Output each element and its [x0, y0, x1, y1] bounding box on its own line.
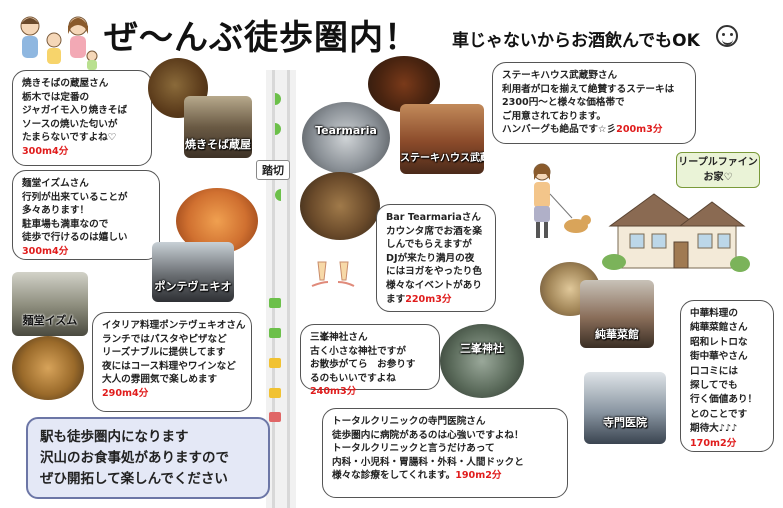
photo-chinese-shop: 純華菜館	[580, 280, 654, 348]
photo-steak-dish	[368, 56, 440, 112]
bubble-clinic: トータルクリニックの寺門医院さん 徒歩圏内に病院があるのは心強いですよね！ トー…	[322, 408, 568, 498]
photo-label-ponte: ポンテヴェキオ	[154, 280, 232, 293]
photo-yakisoba-shop: 焼きそば蔵屋	[184, 96, 252, 158]
distance-shrine: 240m3分	[310, 386, 357, 398]
photo-ponte-shop: ポンテヴェキオ	[152, 242, 234, 302]
page-title: ぜ〜んぶ徒歩圏内！	[104, 18, 419, 58]
photo-label-steak: ステーキハウス武蔵野	[400, 153, 484, 164]
smiling-face-icon	[716, 25, 738, 47]
bubble-shrine: 三峯神社さん 古く小さな神社ですが お散歩がてら お参りす るのもいいですよね …	[300, 324, 440, 397]
photo-clinic: 寺門医院	[584, 372, 666, 444]
distance-clinic: 190m2分	[455, 470, 502, 482]
photo-izumu-ramen	[12, 336, 84, 400]
distance-chinese: 170m2分	[690, 437, 737, 449]
road-marker-icon	[275, 93, 281, 105]
photo-label-tearmaria: Tearmaria	[315, 124, 377, 137]
railway-track	[266, 70, 296, 508]
railway-crossing-label: 踏切	[256, 160, 290, 180]
station-notice: 駅も徒歩圏内になります 沢山のお食事処がありますので ぜひ開拓して楽しんでくださ…	[26, 417, 270, 499]
photo-label-shrine: 三峯神社	[460, 342, 504, 355]
photo-tearmaria-interior	[300, 172, 380, 240]
road-marker-icon	[275, 123, 281, 135]
house-illustration-icon	[602, 193, 750, 272]
photo-label-chinese: 純華菜館	[595, 328, 639, 341]
road-marker-icon	[269, 328, 281, 338]
bubble-yakisoba: 焼きそばの蔵屋さん 栃木では定番の ジャガイモ入り焼きそば ソースの焼いた匂いが…	[12, 70, 152, 166]
distance-yakisoba: 300m4分	[22, 146, 69, 158]
road-marker-icon	[269, 298, 281, 308]
distance-steak: 200m3分	[616, 124, 663, 136]
photo-shrine: 三峯神社	[440, 324, 524, 398]
cheers-glasses-icon	[311, 261, 355, 287]
distance-tearmaria: 220m3分	[405, 293, 452, 305]
girl-walking-dog-icon	[533, 163, 591, 238]
bubble-tearmaria: Bar Tearmariaさん カウンタ席でお酒を楽 しんでもらえますが DJが…	[376, 204, 496, 312]
photo-steak-shop: ステーキハウス武蔵野	[400, 104, 484, 174]
page-subtitle: 車じゃないからお酒飲んでもOK	[452, 31, 700, 51]
road-marker-icon	[269, 412, 281, 422]
photo-label-izumu: 麺堂イズム	[22, 314, 78, 327]
distance-ponte: 290m4分	[102, 388, 149, 400]
bubble-steak: ステーキハウス武蔵野さん 利用者が口を揃えて絶賛するステーキは 2300円〜と様…	[492, 62, 696, 144]
photo-izumu-shop: 麺堂イズム	[12, 272, 88, 336]
road-marker-icon	[269, 358, 281, 368]
road-marker-icon	[269, 388, 281, 398]
bubble-chinese: 中華料理の 純華菜館さん 昭和レトロな 街中華やさん 口コミには 探してでも 行…	[680, 300, 774, 452]
bubble-ponte: イタリア料理ポンテヴェキオさん ランチではパスタやピザなど リーズナブルに提供し…	[92, 312, 252, 412]
photo-tearmaria-exterior: Tearmaria	[302, 102, 390, 174]
family-illustration-icon	[20, 16, 98, 70]
distance-izumu: 300m4分	[22, 246, 69, 258]
road-marker-icon	[275, 189, 281, 201]
house-label: リープルファイン お家♡	[676, 152, 760, 188]
photo-label-yakisoba: 焼きそば蔵屋	[185, 138, 251, 151]
bubble-izumu: 麺堂イズムさん 行列が出来ていることが 多々あります！ 駐車場も満車なので 徒歩…	[12, 170, 160, 260]
photo-label-clinic: 寺門医院	[603, 416, 647, 429]
